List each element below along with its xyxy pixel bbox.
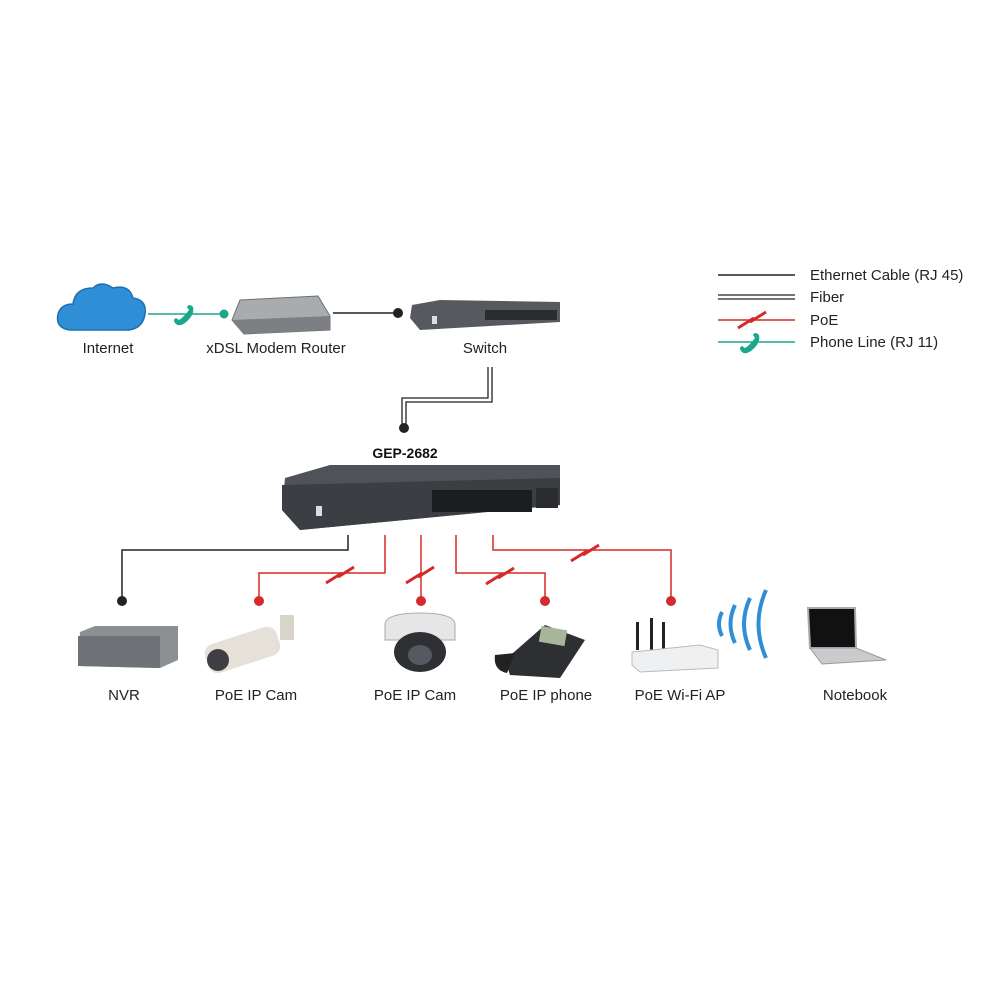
nvr-label: NVR [108, 687, 140, 704]
cam2-label: PoE IP Cam [374, 687, 456, 704]
legend-poe: PoE [810, 312, 838, 329]
switch-label: Switch [463, 340, 507, 357]
switch-icon [410, 300, 560, 330]
gep-2682-switch-icon [282, 465, 560, 530]
poe-bolt-icon [404, 565, 436, 585]
ip-phone-icon [494, 625, 585, 678]
phone-handset-icon [174, 305, 194, 326]
notebook-label: Notebook [823, 687, 888, 704]
legend-fiber: Fiber [810, 289, 844, 306]
dome-camera-icon [384, 612, 456, 672]
bullet-camera-icon [204, 615, 294, 674]
phone-label: PoE IP phone [500, 687, 592, 704]
ap-label: PoE Wi-Fi AP [635, 687, 726, 704]
legend: Ethernet Cable (RJ 45) Fiber PoE Phone L… [718, 267, 963, 354]
phone-handset-icon [740, 333, 760, 354]
modem-label: xDSL Modem Router [206, 340, 346, 357]
legend-ethernet: Ethernet Cable (RJ 45) [810, 267, 963, 284]
cloud-icon [56, 283, 146, 331]
legend-phone: Phone Line (RJ 11) [810, 334, 938, 351]
main-switch-label: GEP-2682 [372, 445, 438, 461]
poe-bolt-icon [324, 565, 356, 585]
notebook-icon [806, 607, 887, 665]
nvr-icon [78, 626, 178, 668]
poe-bolt-icon [569, 543, 601, 563]
wireless-signal-icon [717, 589, 768, 659]
internet-label: Internet [83, 340, 135, 357]
cam1-label: PoE IP Cam [215, 687, 297, 704]
poe-bolt-icon [484, 566, 516, 586]
fiber-link [401, 367, 493, 428]
wifi-ap-icon [631, 618, 719, 673]
modem-router-icon [231, 295, 331, 335]
